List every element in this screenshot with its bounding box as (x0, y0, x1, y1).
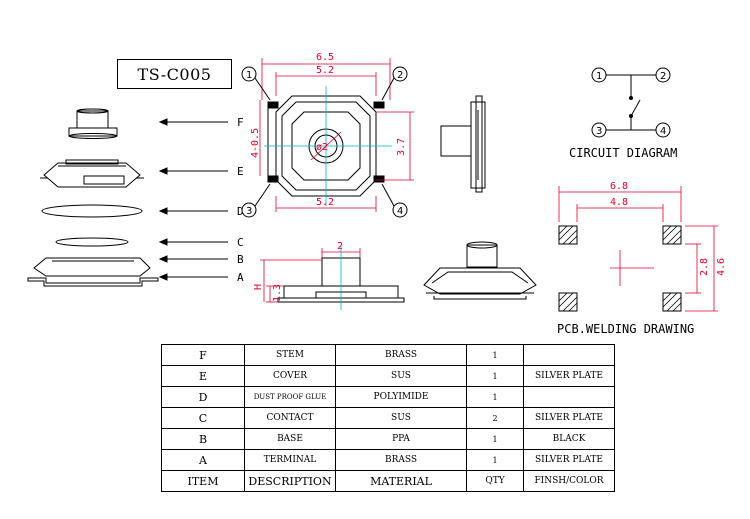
label-d: D (237, 205, 244, 218)
part-base (27, 257, 159, 287)
bill-of-materials: F STEM BRASS 1 E COVER SUS 1 SILVER PLAT… (161, 344, 615, 492)
pcb-caption: PCB.WELDING DRAWING (557, 322, 695, 336)
cell-qty: 1 (466, 365, 524, 387)
label-a: A (237, 271, 244, 284)
pin-2: 2 (397, 70, 403, 81)
pin-4: 4 (397, 206, 403, 217)
cell-finish (523, 344, 615, 366)
cell-description: COVER (244, 365, 336, 387)
dim-height-right: 3.7 (396, 138, 407, 156)
pcb-dim-inner-height: 2.8 (699, 258, 710, 276)
top-view-dimensions (259, 58, 414, 212)
cell-qty: 2 (466, 407, 524, 429)
label-e: E (237, 165, 244, 178)
pcb-dim-inner-width: 4.8 (610, 197, 628, 208)
model-title: TS-C005 (117, 59, 232, 89)
part-glue (41, 204, 143, 218)
cell-finish (523, 386, 615, 408)
pin-3: 3 (246, 206, 252, 217)
cell-description: BASE (244, 428, 336, 450)
table-row: F STEM BRASS 1 (161, 344, 615, 366)
circuit-pin-4: 4 (660, 126, 666, 137)
pcb-centerlines (558, 186, 718, 312)
cell-description: DUST PROOF GLUE (244, 386, 336, 408)
iso-view (423, 241, 537, 300)
pcb-dim-outer-height: 4.6 (716, 258, 727, 276)
circuit-pin-2: 2 (660, 71, 666, 82)
dim-left: 4-0.5 (250, 128, 261, 158)
header-material: MATERIAL (335, 470, 467, 492)
explode-labels: F E D C B A (237, 116, 244, 284)
cell-description: TERMINAL (244, 449, 336, 471)
cell-item: C (161, 407, 245, 429)
dim-bottom-width: 5.2 (316, 197, 334, 208)
table-row: D DUST PROOF GLUE POLYIMIDE 1 (161, 386, 615, 408)
cell-qty: 1 (466, 428, 524, 450)
header-description: DESCRIPTION (244, 470, 336, 492)
label-f: F (237, 116, 244, 129)
cell-finish: SILVER PLATE (523, 365, 615, 387)
cell-material: POLYIMIDE (335, 386, 467, 408)
pin-1: 1 (246, 70, 252, 81)
dim-outer-width: 6.5 (316, 52, 334, 63)
part-stem (68, 108, 118, 139)
circuit-pin-3: 3 (596, 126, 602, 137)
cell-finish: SILVER PLATE (523, 449, 615, 471)
circuit-diagram-caption: CIRCUIT DIAGRAM (569, 146, 678, 160)
cell-item: D (161, 386, 245, 408)
cell-description: STEM (244, 344, 336, 366)
header-finish: FINSH/COLOR (523, 470, 615, 492)
pcb-pads (558, 225, 682, 312)
cell-qty: 1 (466, 386, 524, 408)
label-b: B (237, 253, 244, 266)
label-c: C (237, 236, 244, 249)
exploded-view (27, 108, 228, 287)
cell-qty: 1 (466, 449, 524, 471)
dim-stem-width: 2 (337, 241, 343, 252)
cell-qty: 1 (466, 344, 524, 366)
cell-item: F (161, 344, 245, 366)
table-row: B BASE PPA 1 BLACK (161, 428, 615, 450)
cell-material: BRASS (335, 344, 467, 366)
cell-item: E (161, 365, 245, 387)
cell-description: CONTACT (244, 407, 336, 429)
cell-material: SUS (335, 407, 467, 429)
cell-item: B (161, 428, 245, 450)
header-item: ITEM (161, 470, 245, 492)
side-profile (440, 95, 486, 193)
table-row: E COVER SUS 1 SILVER PLATE (161, 365, 615, 387)
dim-diameter: ø2 (316, 142, 328, 153)
part-contact (55, 237, 129, 247)
cell-finish: SILVER PLATE (523, 407, 615, 429)
dim-inner-width: 5.2 (316, 65, 334, 76)
dim-base-height: 1.3 (272, 284, 283, 302)
explode-leaders (158, 118, 228, 281)
table-row: C CONTACT SUS 2 SILVER PLATE (161, 407, 615, 429)
cell-material: SUS (335, 365, 467, 387)
table-header-row: ITEM DESCRIPTION MATERIAL QTY FINSH/COLO… (161, 470, 615, 492)
cell-finish: BLACK (523, 428, 615, 450)
part-cover (40, 159, 144, 188)
table-row: A TERMINAL BRASS 1 SILVER PLATE (161, 449, 615, 471)
circuit-pin-1: 1 (596, 71, 602, 82)
cell-material: BRASS (335, 449, 467, 471)
dim-height-h: H (253, 284, 264, 290)
pin-callouts (241, 66, 408, 218)
pcb-dim-outer-width: 6.8 (610, 181, 628, 192)
cell-material: PPA (335, 428, 467, 450)
cell-item: A (161, 449, 245, 471)
header-qty: QTY (466, 470, 524, 492)
circuit-diagram (591, 67, 671, 138)
